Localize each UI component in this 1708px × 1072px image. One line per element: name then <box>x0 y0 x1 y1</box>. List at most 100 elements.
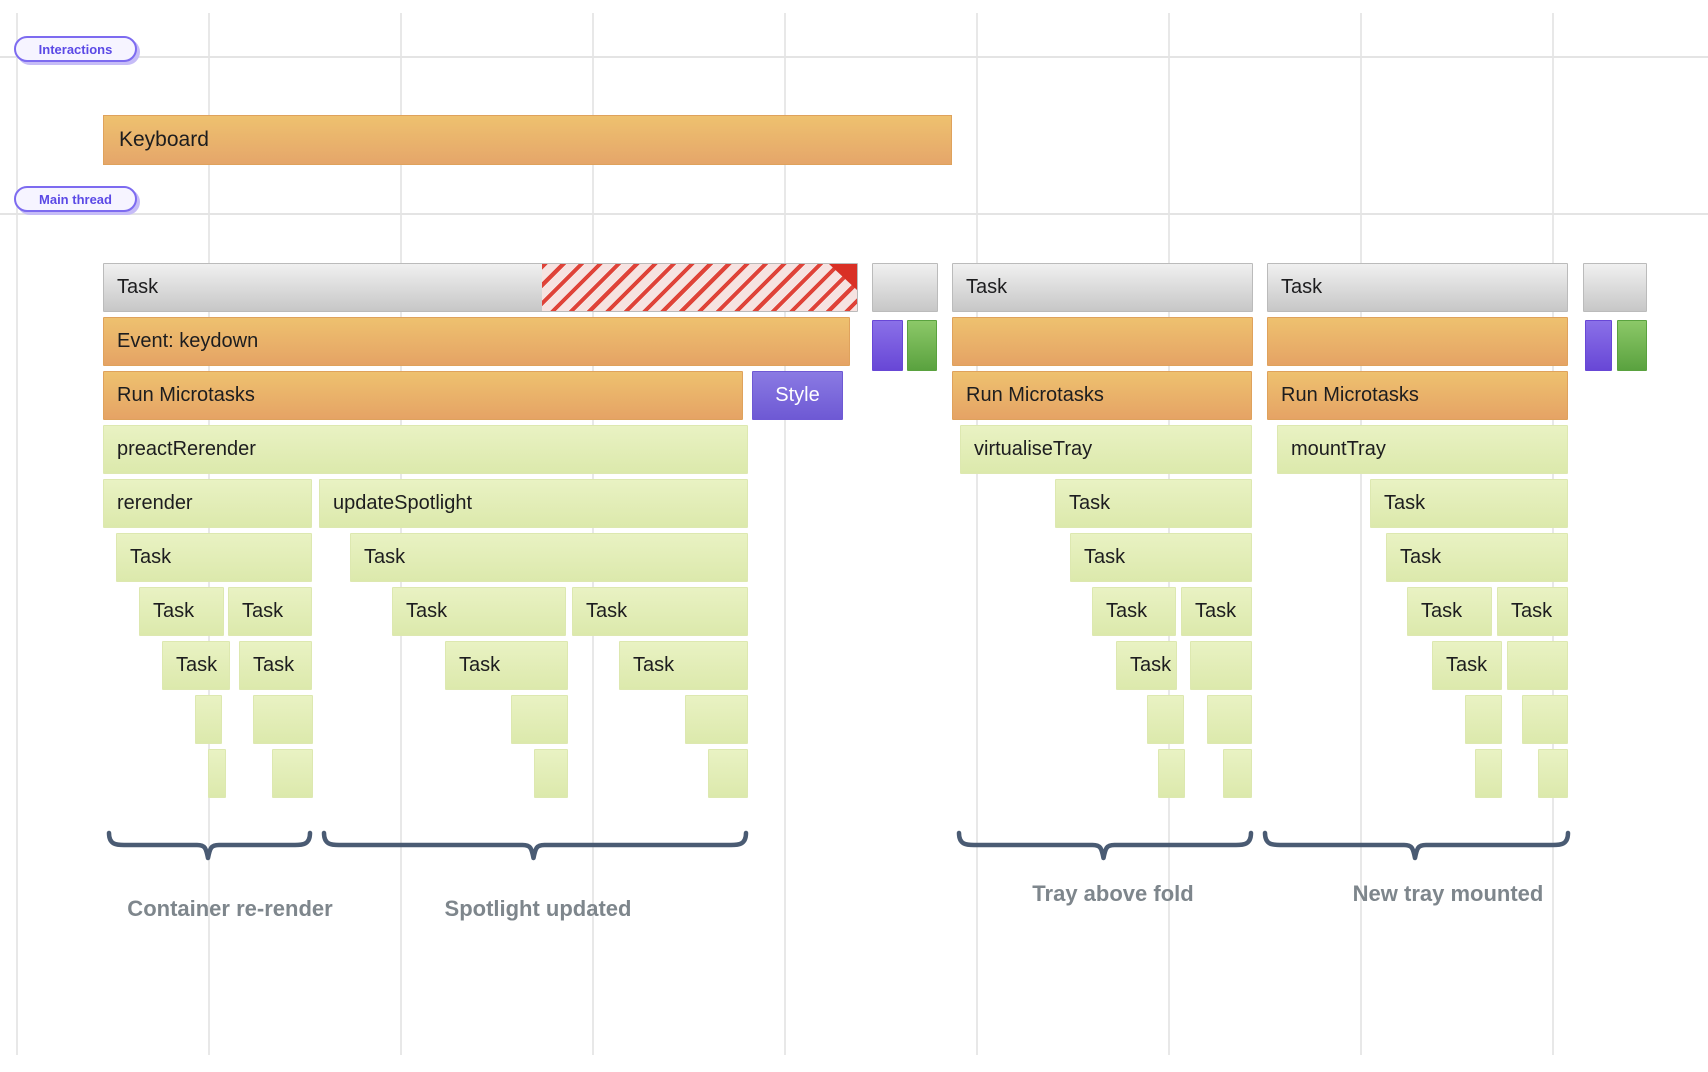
flame-bar-task[interactable]: Task <box>1407 587 1492 636</box>
flame-bar-task-anon[interactable] <box>1522 695 1568 744</box>
flame-bar-virtualise-tray[interactable]: virtualiseTray <box>960 425 1252 474</box>
flame-bar-label: Style <box>775 384 820 406</box>
grid-vline <box>1360 13 1362 1055</box>
flame-bar-task-anon[interactable] <box>1158 749 1185 798</box>
flame-bar-label: Task <box>459 654 501 676</box>
flame-bar-task[interactable]: Task <box>228 587 312 636</box>
flame-bar-task[interactable]: Task <box>1070 533 1252 582</box>
flame-bar-label: Task <box>1511 600 1553 622</box>
grid-vline <box>976 13 978 1055</box>
flame-bar-label: Task <box>406 600 448 622</box>
flame-bar-task[interactable]: Task <box>162 641 230 690</box>
flame-bar-event-anon[interactable] <box>952 317 1253 366</box>
flame-bar-task-anon[interactable] <box>534 749 568 798</box>
flame-bar-task-anon[interactable] <box>208 749 226 798</box>
flame-bar-task-tray-root[interactable]: Task <box>952 263 1253 312</box>
flame-bar-task-keydown-root[interactable]: Task <box>103 263 858 312</box>
flame-bar-task-anon[interactable] <box>1538 749 1568 798</box>
flame-bar-run-microtasks-3[interactable]: Run Microtasks <box>1267 371 1568 420</box>
flame-bar-task[interactable]: Task <box>619 641 748 690</box>
long-task-stripes <box>542 264 857 311</box>
flame-bar-label: Task <box>966 276 1008 298</box>
flame-bar-task-anon[interactable] <box>1147 695 1184 744</box>
flame-bar-task[interactable]: Task <box>1497 587 1568 636</box>
flame-bar-task[interactable]: Task <box>1386 533 1568 582</box>
flame-bar-label: Task <box>176 654 218 676</box>
flame-bar-task-anon[interactable] <box>685 695 748 744</box>
flame-bar-mount-tray[interactable]: mountTray <box>1277 425 1568 474</box>
track-label-main-thread-text: Main thread <box>39 192 112 207</box>
flame-bar-label: Task <box>153 600 195 622</box>
flame-bar-label: rerender <box>117 492 193 514</box>
track-label-main-thread[interactable]: Main thread <box>14 186 137 212</box>
flame-bar-task-anon[interactable] <box>1223 749 1252 798</box>
flame-bar-task[interactable]: Task <box>1092 587 1176 636</box>
flame-bar-label: Task <box>117 276 159 298</box>
flame-bar-label: Task <box>1195 600 1237 622</box>
annotation-label: Tray above fold <box>1032 881 1194 906</box>
brace-icon <box>106 830 313 861</box>
flame-bar-task-anon[interactable] <box>1507 641 1568 690</box>
flame-bar-task[interactable]: Task <box>239 641 312 690</box>
flame-bar-label: Task <box>1400 546 1442 568</box>
flame-bar-style-recalc[interactable]: Style <box>752 371 843 420</box>
flame-bar-task-anon[interactable] <box>511 695 568 744</box>
flame-bar-task[interactable]: Task <box>139 587 224 636</box>
interaction-keyboard-bar[interactable]: Keyboard <box>103 115 952 165</box>
flame-bar-task[interactable]: Task <box>350 533 748 582</box>
flame-bar-task[interactable]: Task <box>572 587 748 636</box>
grid-hline <box>0 213 1708 215</box>
grid-vline <box>784 13 786 1055</box>
flame-bar-task-mount-root[interactable]: Task <box>1267 263 1568 312</box>
flame-bar-task-anon[interactable] <box>1207 695 1252 744</box>
flame-bar-task[interactable]: Task <box>116 533 312 582</box>
flame-bar-update-spotlight[interactable]: updateSpotlight <box>319 479 748 528</box>
grid-hline <box>0 56 1708 58</box>
brace-icon <box>1262 830 1571 861</box>
annotation-label: Container re-render <box>127 896 333 921</box>
track-label-interactions[interactable]: Interactions <box>14 36 137 62</box>
flame-bar-label: Task <box>364 546 406 568</box>
flame-bar-label: Run Microtasks <box>117 384 255 406</box>
flame-bar-task-small-gap[interactable] <box>872 263 938 312</box>
flame-bar-run-microtasks-2[interactable]: Run Microtasks <box>952 371 1252 420</box>
flame-bar-task-anon[interactable] <box>195 695 222 744</box>
flame-bar-label: Run Microtasks <box>1281 384 1419 406</box>
flame-bar-task[interactable]: Task <box>445 641 568 690</box>
flame-bar-task-anon[interactable] <box>253 695 313 744</box>
track-label-interactions-text: Interactions <box>38 42 113 57</box>
flame-bar-mini-green-bar[interactable] <box>907 320 937 371</box>
flame-bar-task[interactable]: Task <box>392 587 566 636</box>
long-task-corner-icon <box>829 264 857 290</box>
flame-bar-task[interactable]: Task <box>1116 641 1177 690</box>
flame-bar-task-anon[interactable] <box>1475 749 1502 798</box>
flame-bar-label: Task <box>1069 492 1111 514</box>
annotation-label: New tray mounted <box>1352 881 1544 906</box>
flame-bar-label: Task <box>1084 546 1126 568</box>
flame-bar-task-anon[interactable] <box>1465 695 1502 744</box>
brace-icon <box>956 830 1254 861</box>
flame-bar-task[interactable]: Task <box>1432 641 1502 690</box>
flame-bar-task-anon[interactable] <box>1190 641 1252 690</box>
flame-bar-task[interactable]: Task <box>1055 479 1252 528</box>
flame-bar-label: Task <box>1421 600 1463 622</box>
flame-bar-task[interactable]: Task <box>1370 479 1568 528</box>
flame-bar-rerender[interactable]: rerender <box>103 479 312 528</box>
flame-bar-task-anon[interactable] <box>708 749 748 798</box>
flame-bar-label: Task <box>242 600 284 622</box>
flame-bar-task-small-right[interactable] <box>1583 263 1647 312</box>
flame-bar-event-keydown[interactable]: Event: keydown <box>103 317 850 366</box>
flame-bar-task[interactable]: Task <box>1181 587 1252 636</box>
flame-bar-preact-rerender[interactable]: preactRerender <box>103 425 748 474</box>
flame-bar-task-anon[interactable] <box>272 749 313 798</box>
flame-bar-label: virtualiseTray <box>974 438 1093 460</box>
grid-vline <box>16 13 18 1055</box>
flame-bar-mini-purple-bar[interactable] <box>872 320 903 371</box>
flame-bar-event-anon[interactable] <box>1267 317 1568 366</box>
flame-bar-label: Task <box>1384 492 1426 514</box>
flame-bar-mini-green-bar[interactable] <box>1617 320 1647 371</box>
flame-bar-mini-purple-bar[interactable] <box>1585 320 1612 371</box>
flame-bar-label: Run Microtasks <box>966 384 1104 406</box>
flame-bar-run-microtasks-1[interactable]: Run Microtasks <box>103 371 743 420</box>
